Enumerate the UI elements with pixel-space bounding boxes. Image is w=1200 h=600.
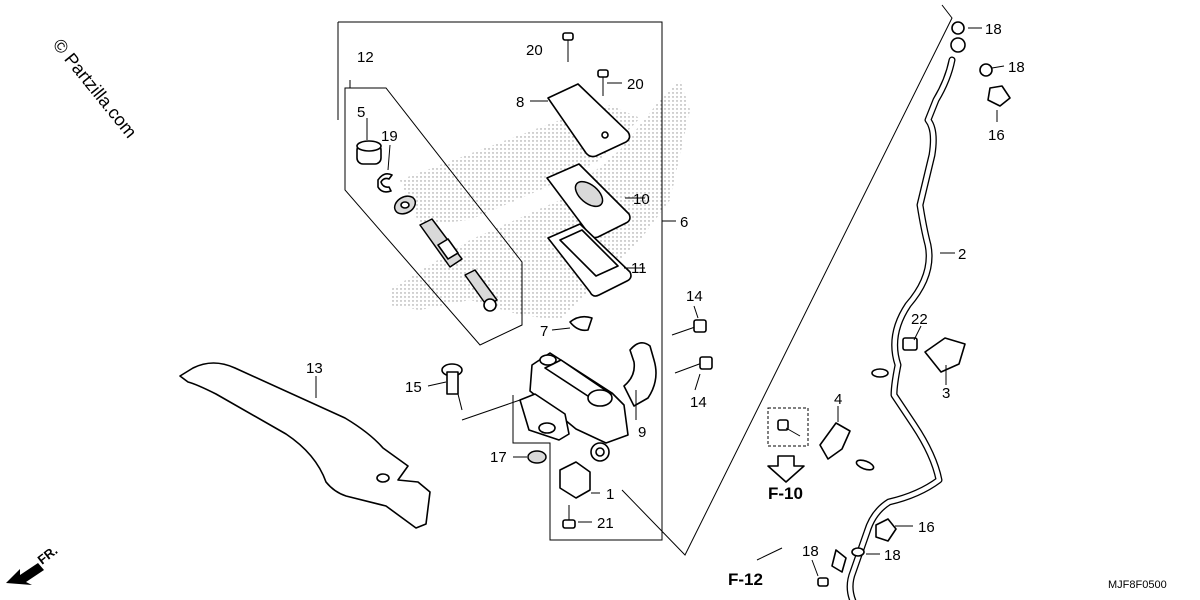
diagram-guide-line: [621, 4, 953, 556]
master-cylinder-body: [519, 352, 629, 462]
label-17: 17: [490, 449, 507, 466]
hose-clamp-b: [855, 459, 875, 471]
bolt-20a: [562, 32, 574, 62]
reference-f12: F-12: [728, 570, 763, 589]
hose-fittings: [817, 21, 1011, 587]
label-14b: 14: [690, 394, 707, 411]
leader-lines: [315, 27, 1005, 577]
switch-1: [559, 461, 591, 499]
piston-set-frame-12: [344, 87, 523, 346]
diagram-code: MJF8F0500: [1108, 579, 1167, 591]
label-6: 6: [680, 214, 688, 231]
label-18a: 18: [985, 21, 1002, 38]
part-labels: 12 5 19 20 20 8 10 11 6 7 14 14 9 15 13 …: [306, 21, 1025, 564]
label-1: 1: [606, 486, 614, 503]
grommet-17: [527, 450, 547, 464]
label-12: 12: [357, 49, 374, 66]
brake-lever-13: [179, 362, 431, 529]
label-5: 5: [357, 104, 365, 121]
label-16b: 16: [918, 519, 935, 536]
label-18b: 18: [1008, 59, 1025, 76]
label-4: 4: [834, 391, 842, 408]
label-7: 7: [540, 323, 548, 340]
front-direction-arrow: [6, 563, 44, 585]
label-16a: 16: [988, 127, 1005, 144]
clamp-3: [902, 337, 966, 373]
label-13: 13: [306, 360, 323, 377]
reference-bolt-box: [767, 407, 809, 447]
reference-arrow-f10: [767, 455, 805, 483]
label-19: 19: [381, 128, 398, 145]
label-15: 15: [405, 379, 422, 396]
label-20a: 20: [526, 42, 543, 59]
label-11: 11: [631, 260, 647, 277]
brake-hose-2: [846, 56, 956, 600]
label-8: 8: [516, 94, 524, 111]
label-14a: 14: [686, 288, 703, 305]
label-21: 21: [597, 515, 614, 532]
label-2: 2: [958, 246, 966, 263]
label-20b: 20: [627, 76, 644, 93]
bolt-21: [562, 505, 576, 529]
reservoir-cap-8: [547, 83, 631, 158]
clip-7: [569, 315, 593, 332]
hose-clamp-a: [871, 368, 889, 378]
clamp-4: [819, 422, 851, 460]
holder-9: [623, 342, 657, 407]
label-10: 10: [633, 191, 650, 208]
assembly-frame-6: [338, 21, 663, 541]
label-9: 9: [638, 424, 646, 441]
watermark-text: © Partzilla.com: [49, 35, 141, 142]
label-18c: 18: [884, 547, 901, 564]
pivot-bolt-15: [441, 363, 463, 411]
label-18d: 18: [802, 543, 819, 560]
bolt-14a: [671, 319, 707, 336]
piston-kit-parts: [356, 140, 498, 312]
bolt-14b: [674, 356, 713, 374]
circlip-19: [377, 173, 393, 193]
reference-f10: F-10: [768, 484, 803, 503]
bolt-20b: [597, 69, 609, 96]
label-22: 22: [911, 311, 928, 328]
label-3: 3: [942, 385, 950, 402]
